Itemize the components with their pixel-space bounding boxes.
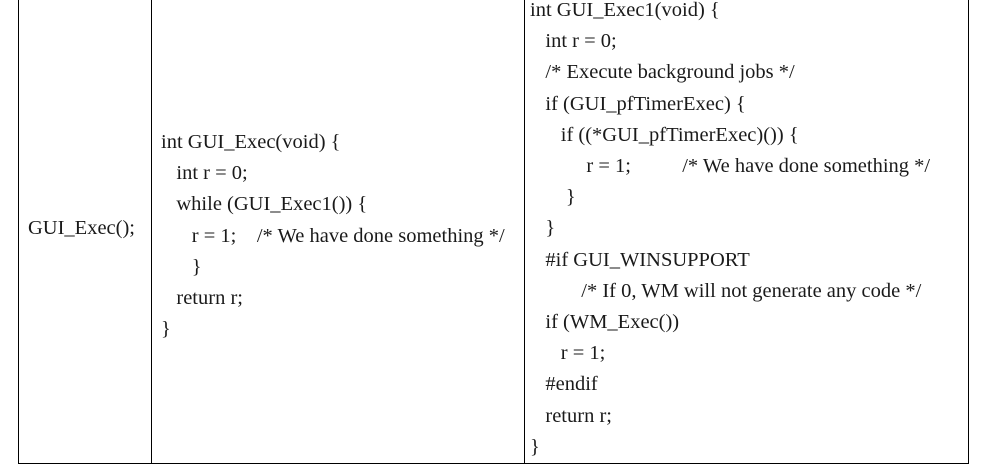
code-line: if ((*GUI_pfTimerExec)()) {	[530, 123, 799, 146]
code-line: }	[161, 318, 171, 341]
table-cell-api-call: GUI_Exec();	[19, 0, 152, 463]
code-line: r = 1;	[530, 342, 606, 365]
code-line: }	[530, 217, 556, 240]
code-line: return r;	[161, 287, 243, 310]
code-line: /* Execute background jobs */	[530, 61, 795, 84]
table-cell-gui-exec1-code: int GUI_Exec1(void) { int r = 0; /* Exec…	[525, 0, 968, 463]
code-line: }	[530, 186, 576, 209]
code-line: int GUI_Exec1(void) {	[530, 0, 720, 21]
api-call-text: GUI_Exec();	[28, 217, 136, 239]
table-cell-gui-exec-code: int GUI_Exec(void) { int r = 0; while (G…	[152, 0, 525, 463]
code-line: int r = 0;	[161, 162, 248, 185]
code-line: }	[161, 255, 202, 278]
code-line: return r;	[530, 404, 612, 427]
code-line: }	[530, 435, 540, 458]
code-line: if (WM_Exec())	[530, 311, 680, 334]
code-line: if (GUI_pfTimerExec) {	[530, 92, 746, 115]
code-line: #if GUI_WINSUPPORT	[530, 248, 750, 271]
code-line: #endif	[530, 373, 598, 396]
code-line: int r = 0;	[530, 30, 617, 53]
code-line: r = 1; /* We have done something */	[161, 224, 505, 247]
code-line: while (GUI_Exec1()) {	[161, 193, 368, 216]
code-table: GUI_Exec(); int GUI_Exec(void) { int r =…	[18, 0, 969, 464]
code-line: /* If 0, WM will not generate any code *…	[530, 279, 922, 302]
code-line: r = 1; /* We have done something */	[530, 155, 931, 178]
code-line: int GUI_Exec(void) {	[161, 131, 341, 153]
gui-exec1-code-block: int GUI_Exec1(void) { int r = 0; /* Exec…	[530, 0, 968, 463]
